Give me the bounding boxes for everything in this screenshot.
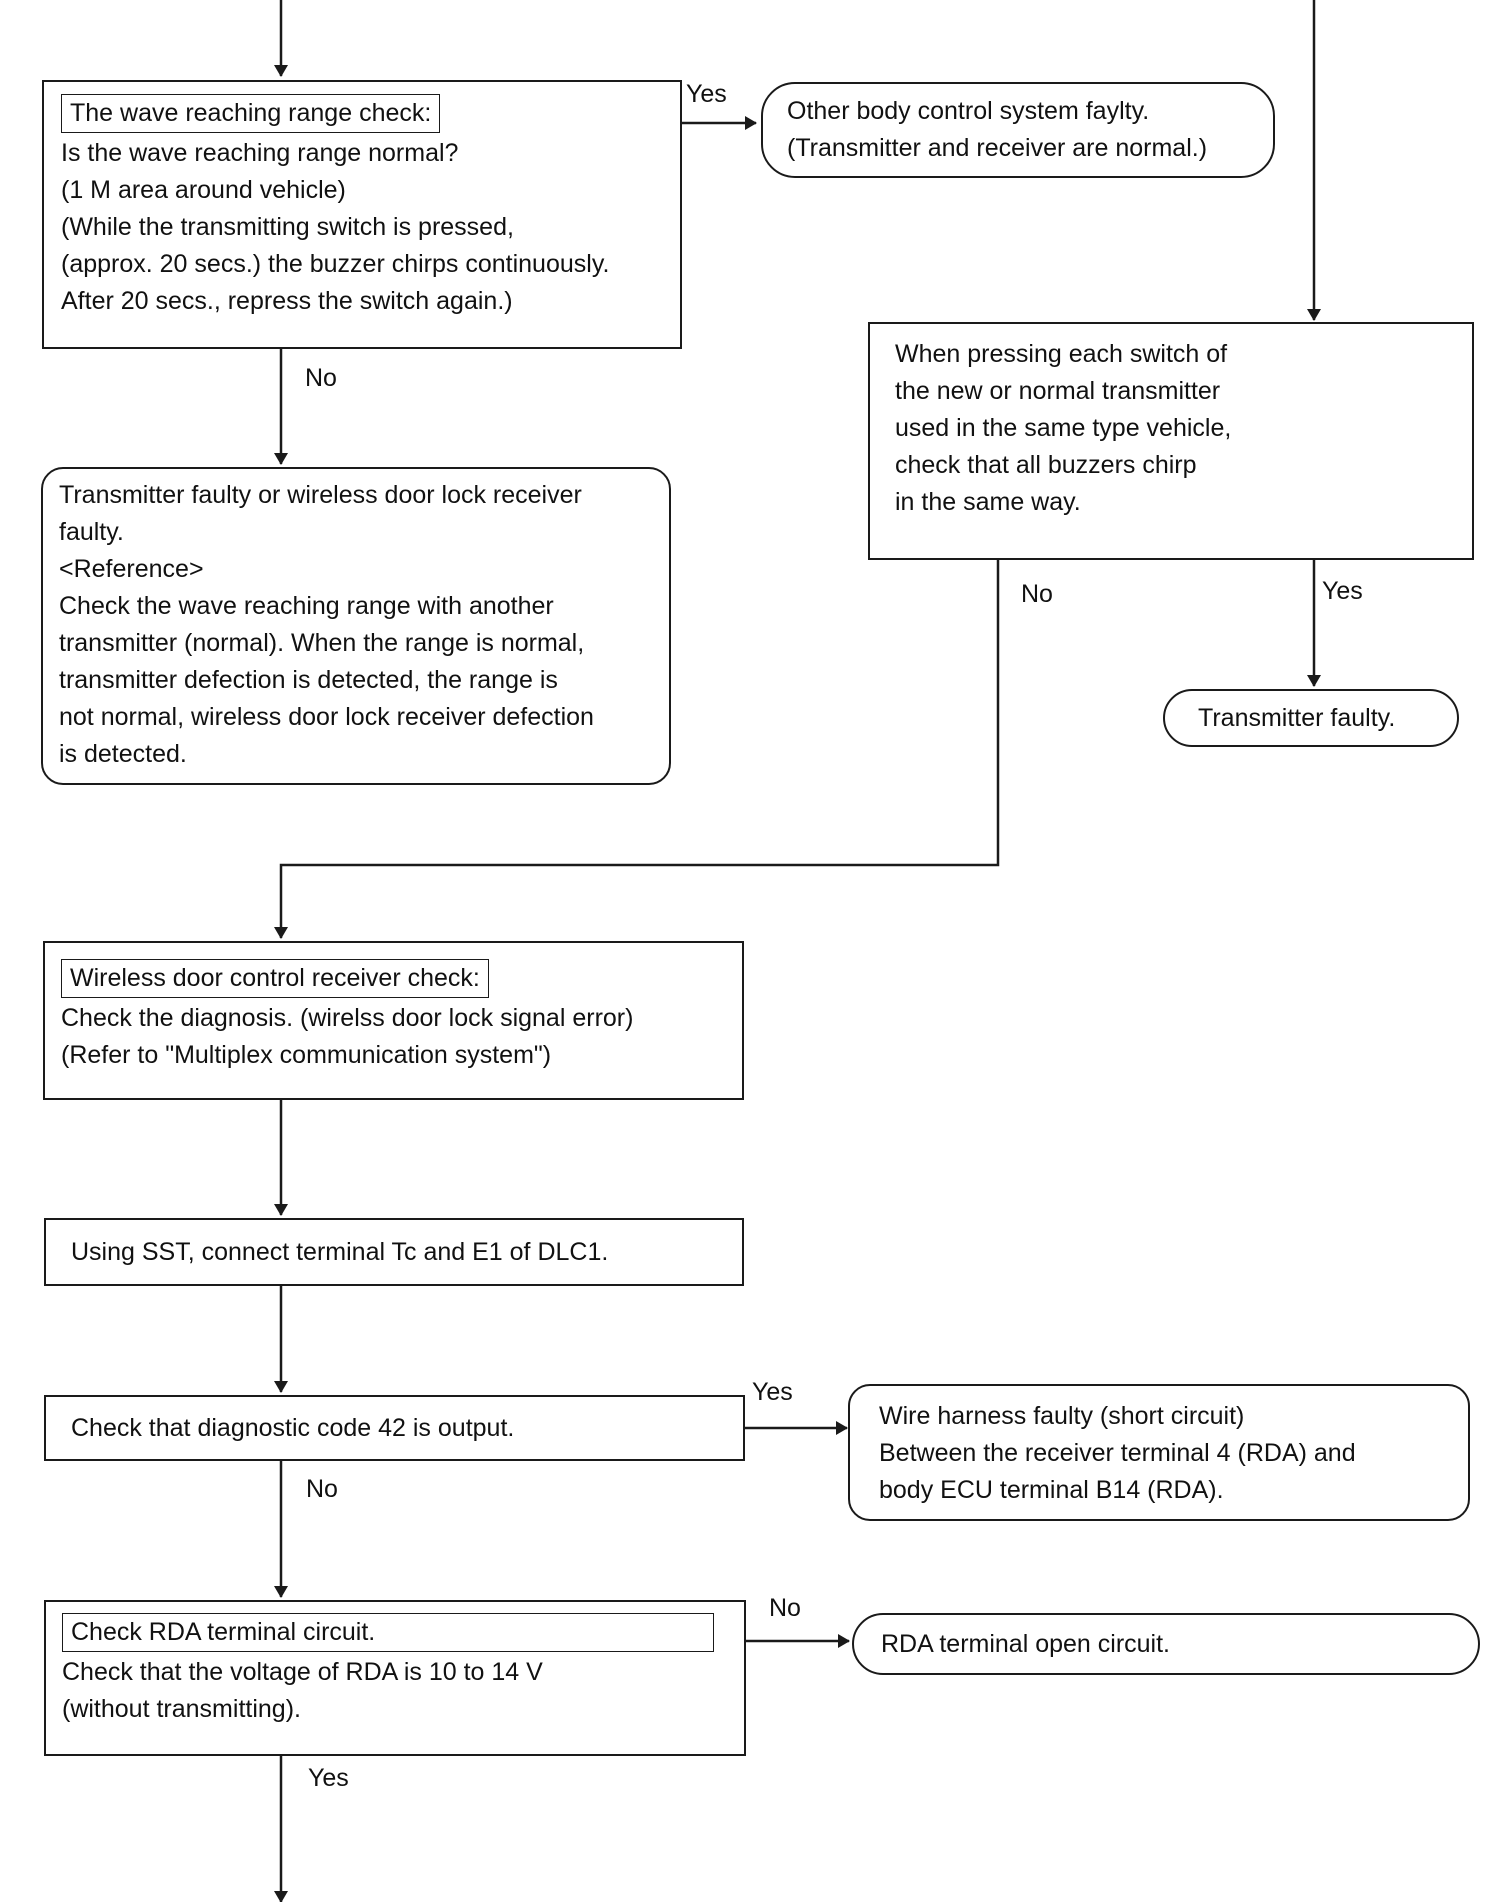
wave-check-line: Is the wave reaching range normal? — [61, 139, 459, 167]
other-body-line: (Transmitter and receiver are normal.) — [787, 134, 1208, 162]
wire-harness-faulty-box: Wire harness faulty (short circuit) Betw… — [848, 1384, 1470, 1521]
faulty-line: Transmitter faulty or wireless door lock… — [59, 481, 582, 509]
yes-label-rda: Yes — [308, 1764, 349, 1792]
harness-line: Wire harness faulty (short circuit) — [879, 1402, 1245, 1430]
harness-line: Between the receiver terminal 4 (RDA) an… — [879, 1439, 1356, 1467]
no-label-rda: No — [769, 1594, 801, 1622]
faulty-line: is detected. — [59, 740, 187, 768]
faulty-line: <Reference> — [59, 555, 204, 583]
rda-check-line: (without transmitting). — [62, 1695, 301, 1723]
arrow-press-no-to-receiver — [274, 560, 1000, 939]
no-label-code42: No — [306, 1475, 338, 1503]
wave-check-title: The wave reaching range check: — [61, 94, 441, 133]
yes-label-code42: Yes — [752, 1378, 793, 1406]
sst-connect-text: Using SST, connect terminal Tc and E1 of… — [71, 1238, 609, 1266]
press-switch-line: in the same way. — [895, 488, 1081, 516]
no-label-wave-check: No — [305, 364, 337, 392]
receiver-check-title: Wireless door control receiver check: — [61, 959, 489, 998]
transmitter-or-receiver-faulty-box: Transmitter faulty or wireless door lock… — [41, 467, 671, 785]
diagnostic-code-42-box: Check that diagnostic code 42 is output. — [44, 1395, 745, 1461]
press-switch-line: check that all buzzers chirp — [895, 451, 1197, 479]
faulty-line: Check the wave reaching range with anoth… — [59, 592, 554, 620]
transmitter-faulty-text: Transmitter faulty. — [1198, 704, 1396, 732]
wave-check-line: (1 M area around vehicle) — [61, 176, 346, 204]
harness-line: body ECU terminal B14 (RDA). — [879, 1476, 1224, 1504]
code42-text: Check that diagnostic code 42 is output. — [71, 1414, 515, 1442]
rda-circuit-check-box: Check RDA terminal circuit. Check that t… — [44, 1600, 746, 1756]
faulty-line: transmitter (normal). When the range is … — [59, 629, 585, 657]
receiver-check-box: Wireless door control receiver check: Ch… — [43, 941, 744, 1100]
yes-label-press-switch: Yes — [1322, 577, 1363, 605]
press-switch-line: used in the same type vehicle, — [895, 414, 1232, 442]
press-switch-line: the new or normal transmitter — [895, 377, 1221, 405]
rda-open-circuit-box: RDA terminal open circuit. — [852, 1613, 1480, 1675]
receiver-check-line: (Refer to "Multiplex communication syste… — [61, 1041, 552, 1069]
wave-check-box: The wave reaching range check: Is the wa… — [42, 80, 682, 349]
rda-open-text: RDA terminal open circuit. — [881, 1630, 1171, 1658]
faulty-line: not normal, wireless door lock receiver … — [59, 703, 594, 731]
faulty-line: faulty. — [59, 518, 124, 546]
press-switch-check-box: When pressing each switch of the new or … — [868, 322, 1474, 560]
wave-check-line: After 20 secs., repress the switch again… — [61, 287, 513, 315]
yes-label-wave-check: Yes — [686, 80, 727, 108]
transmitter-faulty-box: Transmitter faulty. — [1163, 689, 1459, 747]
wave-check-line: (approx. 20 secs.) the buzzer chirps con… — [61, 250, 610, 278]
no-label-press-switch: No — [1021, 580, 1053, 608]
faulty-line: transmitter defection is detected, the r… — [59, 666, 558, 694]
other-body-line: Other body control system faylty. — [787, 97, 1150, 125]
rda-check-line: Check that the voltage of RDA is 10 to 1… — [62, 1658, 543, 1686]
press-switch-line: When pressing each switch of — [895, 340, 1228, 368]
other-body-control-box: Other body control system faylty. (Trans… — [761, 82, 1275, 178]
sst-connect-box: Using SST, connect terminal Tc and E1 of… — [44, 1218, 744, 1286]
wave-check-line: (While the transmitting switch is presse… — [61, 213, 514, 241]
receiver-check-line: Check the diagnosis. (wirelss door lock … — [61, 1004, 634, 1032]
rda-check-title: Check RDA terminal circuit. — [62, 1613, 714, 1652]
